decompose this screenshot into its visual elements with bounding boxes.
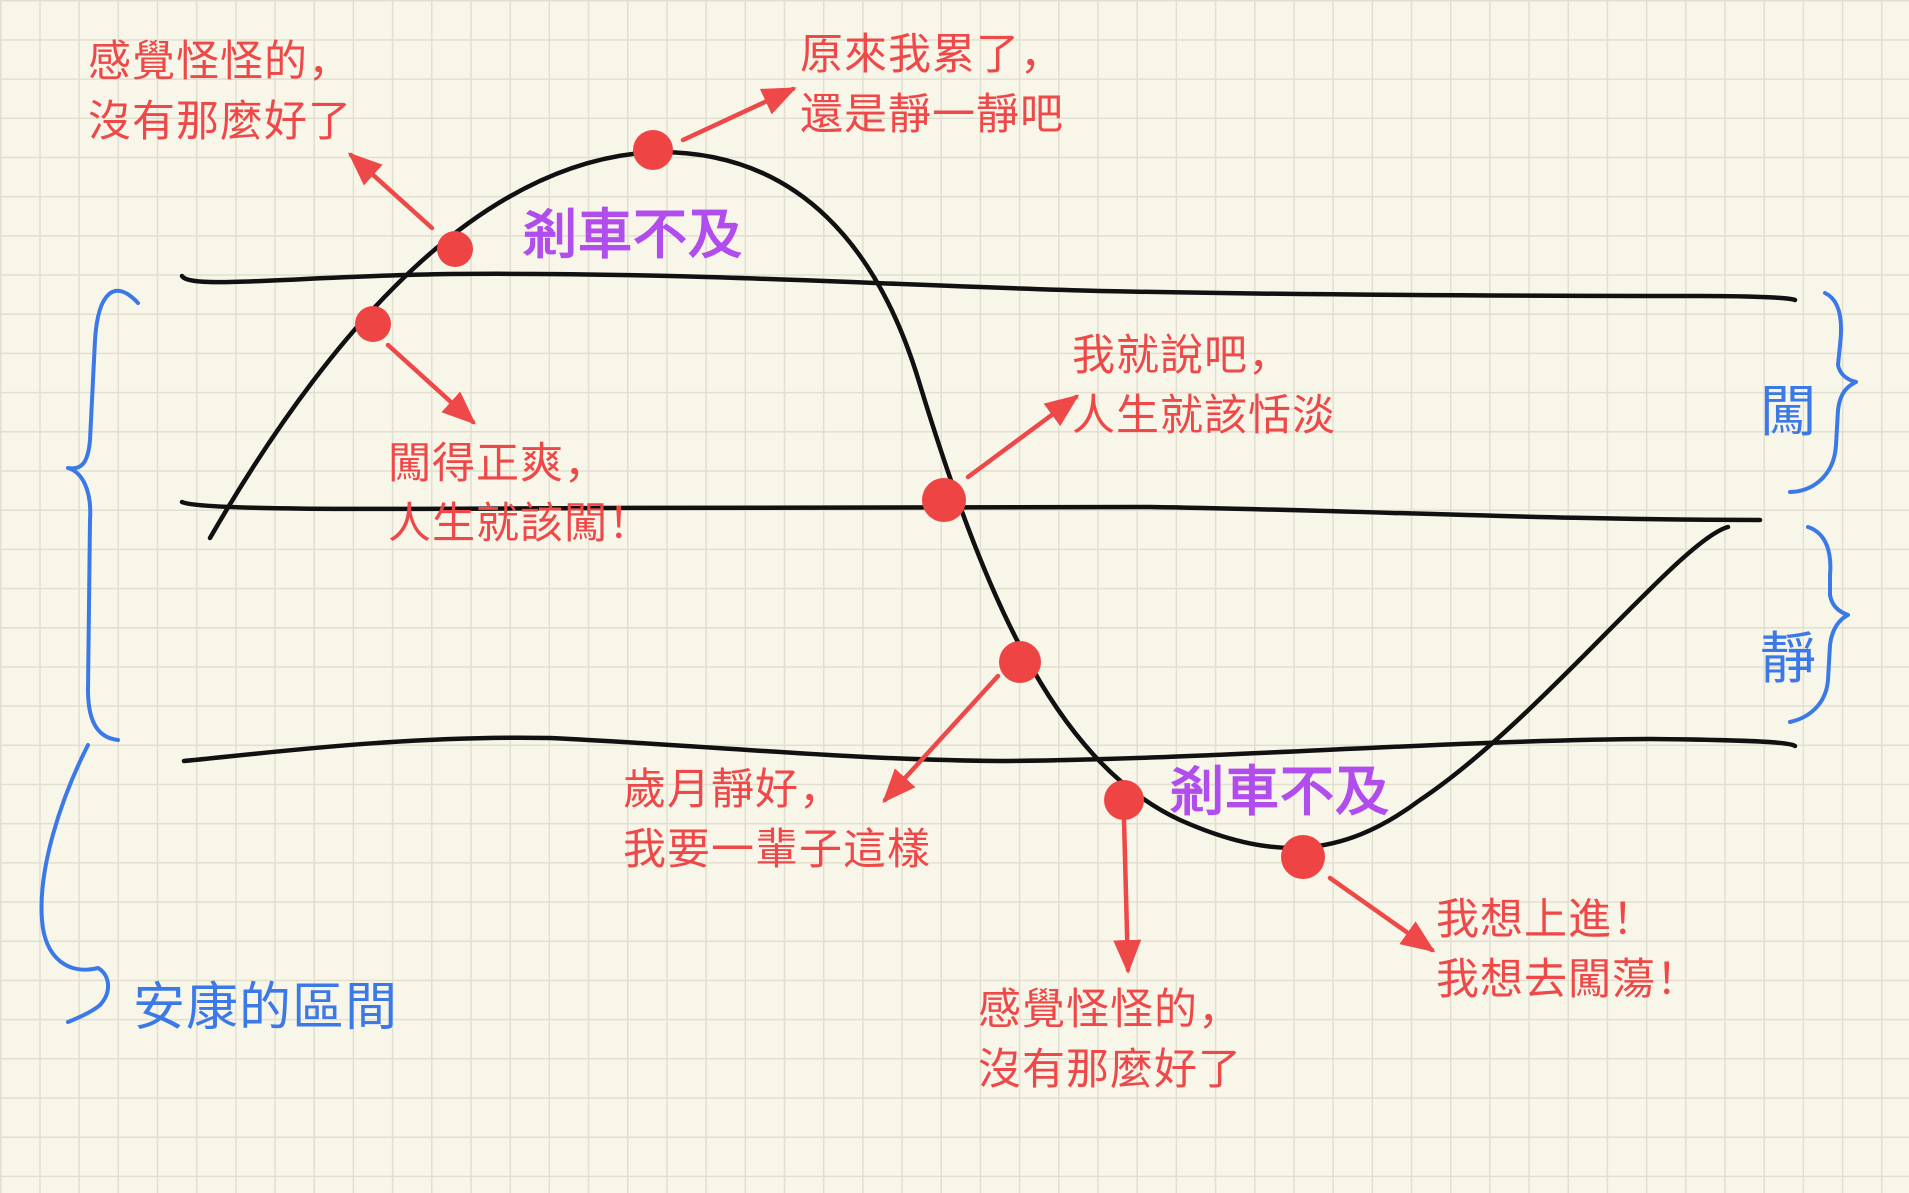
marker-dot-icon (633, 130, 673, 170)
annotation-line: 我想去闖蕩！ (1436, 955, 1700, 1005)
curly-brace-icon (66, 288, 140, 742)
arrow-icon (1113, 817, 1142, 974)
annotation-line: 原來我累了， (800, 30, 1064, 80)
arrow-icon (385, 342, 476, 425)
annotation-line: 人生就該恬淡 (1072, 391, 1336, 441)
annotation-line: 還是靜一靜吧 (800, 90, 1064, 140)
annotation-rising: 闖得正爽， 人生就該闖！ (388, 434, 652, 554)
annotation-line: 人生就該闖！ (388, 499, 652, 549)
markers (355, 130, 1325, 879)
annotation-bottom-left: 感覺怪怪的， 沒有那麼好了 (978, 980, 1242, 1100)
annotation-line: 感覺怪怪的， (88, 37, 352, 87)
annotation-line: 我就說吧， (1072, 331, 1292, 381)
annotation-top-left: 感覺怪怪的， 沒有那麼好了 (88, 32, 352, 152)
annotation-line: 感覺怪怪的， (978, 985, 1242, 1035)
annotation-line: 闖得正爽， (388, 439, 608, 489)
arrow-icon (1327, 875, 1436, 953)
marker-dot-icon (437, 231, 473, 267)
marker-dot-icon (1104, 780, 1144, 820)
overshoot-label-top: 剎車不及 (523, 203, 743, 266)
marker-dot-icon (1281, 835, 1325, 879)
zone-label-lower: 靜 (1760, 627, 1817, 692)
marker-dot-icon (355, 306, 391, 342)
arrow-icon (348, 152, 435, 231)
annotation-crossing: 我就說吧， 人生就該恬淡 (1072, 326, 1336, 446)
arrow-icon (882, 673, 1001, 803)
annotation-falling: 歲月靜好， 我要一輩子這樣 (623, 760, 931, 880)
arrow-icon (680, 86, 797, 143)
upper-boundary-line (179, 271, 1798, 303)
curly-brace-icon (1788, 525, 1850, 724)
overshoot-label-bottom: 剎車不及 (1170, 760, 1390, 823)
healthy-range-label: 安康的區間 (133, 978, 399, 1038)
annotation-line: 我要一輩子這樣 (623, 825, 931, 875)
life-wave-curve (207, 149, 1731, 851)
zone-label-upper: 闖 (1760, 380, 1817, 445)
marker-dot-icon (922, 478, 966, 522)
annotation-bottom-trough: 我想上進！ 我想去闖蕩！ (1436, 890, 1700, 1010)
marker-dot-icon (999, 641, 1041, 683)
annotation-top-peak: 原來我累了， 還是靜一靜吧 (800, 25, 1064, 145)
curly-brace-icon (1788, 291, 1858, 494)
annotation-line: 歲月靜好， (623, 765, 843, 815)
annotation-line: 沒有那麼好了 (88, 97, 352, 147)
arrow-icon (965, 394, 1080, 480)
curly-brace-icon (39, 743, 110, 1024)
annotation-line: 沒有那麼好了 (978, 1045, 1242, 1095)
lower-boundary-line (181, 735, 1798, 764)
annotation-line: 我想上進！ (1436, 895, 1656, 945)
